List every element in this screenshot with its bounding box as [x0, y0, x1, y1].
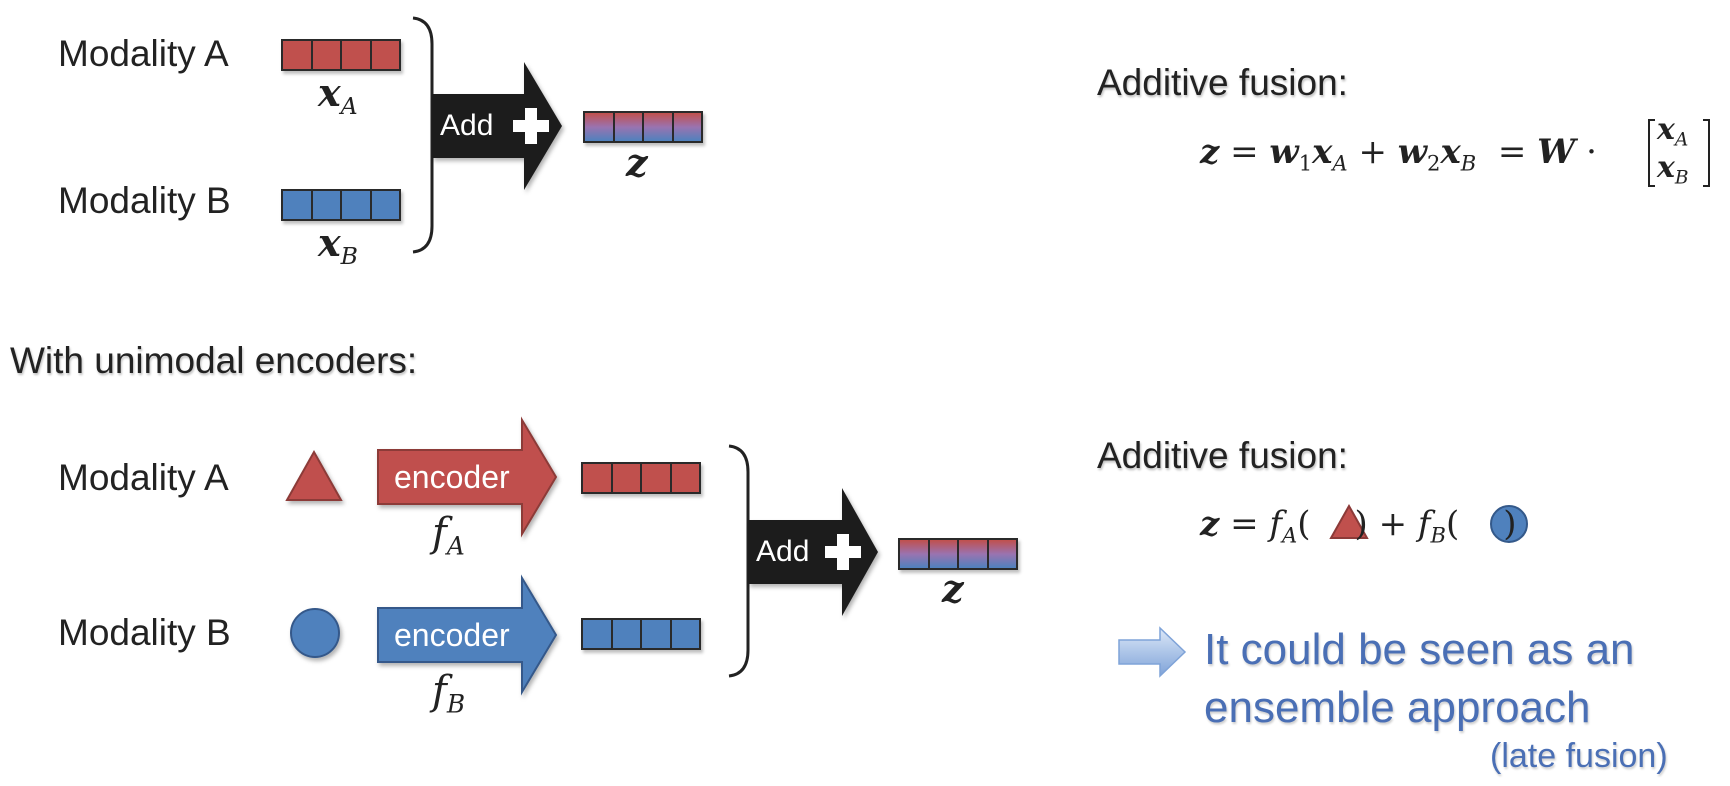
- conclusion-line3: (late fusion): [1490, 737, 1668, 775]
- bottom-bracket: [728, 444, 750, 678]
- encoded-vector-b: [581, 618, 701, 650]
- label-f-a: fA: [432, 510, 465, 561]
- matrix-right-bracket: [1703, 119, 1710, 187]
- top-add-arrow: [432, 62, 562, 190]
- top-vector-xb: [281, 189, 401, 221]
- eq-triangle-icon: [1329, 503, 1369, 539]
- label-f-b: fB: [432, 668, 466, 719]
- bottom-add-label: Add: [756, 535, 810, 568]
- label-x-a: xA: [318, 70, 358, 121]
- encoder-a-arrow: [377, 416, 558, 538]
- encoded-vector-a: [581, 462, 701, 494]
- encoder-b-label: encoder: [394, 617, 510, 653]
- top-modality-a-label: Modality A: [58, 33, 229, 74]
- top-label-z: z: [626, 140, 648, 185]
- equation2-formula: z = fA() + fB(): [1200, 504, 1517, 548]
- bottom-modality-a-label: Modality A: [58, 457, 229, 498]
- encoder-a-label: encoder: [394, 459, 510, 495]
- encoder-b-arrow: [377, 574, 558, 696]
- top-add-label: Add: [440, 109, 494, 142]
- bottom-modality-b-label: Modality B: [58, 612, 231, 653]
- conclusion-arrow-icon: [1118, 626, 1187, 678]
- bottom-vector-z: [898, 538, 1018, 570]
- top-bracket: [412, 16, 434, 254]
- matrix-entry-xa: xA: [1657, 112, 1689, 151]
- matrix-entry-xb: xB: [1657, 150, 1689, 189]
- equation1-title: Additive fusion:: [1097, 62, 1348, 103]
- conclusion-line1: It could be seen as an: [1204, 625, 1635, 674]
- eq-circle-icon: [1490, 505, 1528, 543]
- bottom-add-arrow: [748, 488, 878, 616]
- triangle-icon: [285, 449, 343, 501]
- bottom-label-z: z: [942, 566, 964, 611]
- section2-title: With unimodal encoders:: [10, 340, 418, 381]
- top-plus-icon: [513, 108, 549, 144]
- equation1-formula: z = w1xA + w2xB = W ·: [1200, 132, 1597, 176]
- conclusion-line2: ensemble approach: [1204, 683, 1591, 732]
- circle-icon: [290, 608, 340, 658]
- matrix-left-bracket: [1648, 119, 1655, 187]
- top-vector-z: [583, 111, 703, 143]
- top-vector-xa: [281, 39, 401, 71]
- bottom-plus-icon: [825, 534, 861, 570]
- equation2-title: Additive fusion:: [1097, 435, 1348, 476]
- label-x-b: xB: [318, 220, 358, 271]
- top-modality-b-label: Modality B: [58, 180, 231, 221]
